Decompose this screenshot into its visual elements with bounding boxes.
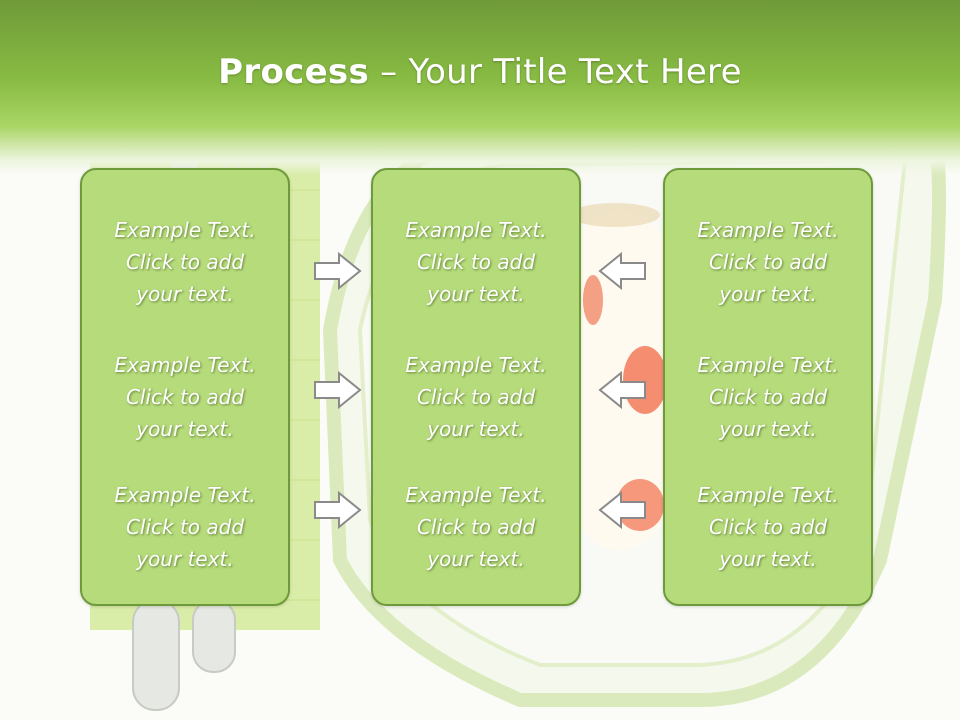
right-arrow-icon[interactable]: [313, 491, 363, 529]
text-line: your text.: [719, 282, 817, 306]
text-line: your text.: [427, 282, 525, 306]
text-line: your text.: [427, 417, 525, 441]
text-block[interactable]: Example Text. Click to add your text.: [665, 479, 871, 575]
process-panel-left[interactable]: Example Text. Click to add your text. Ex…: [80, 168, 290, 606]
text-line: Example Text.: [697, 218, 839, 242]
title-rest: – Your Title Text Here: [369, 52, 742, 92]
text-line: Click to add: [416, 515, 536, 539]
text-line: Click to add: [416, 250, 536, 274]
slide-title[interactable]: Process – Your Title Text Here: [0, 52, 960, 92]
text-line: Click to add: [416, 385, 536, 409]
text-line: Example Text.: [405, 218, 547, 242]
text-line: your text.: [136, 282, 234, 306]
right-arrow-icon[interactable]: [313, 252, 363, 290]
text-line: Example Text.: [697, 353, 839, 377]
text-line: Click to add: [708, 250, 828, 274]
text-line: Example Text.: [114, 483, 256, 507]
text-line: your text.: [136, 547, 234, 571]
title-bar: [0, 0, 960, 175]
process-panel-right[interactable]: Example Text. Click to add your text. Ex…: [663, 168, 873, 606]
text-block[interactable]: Example Text. Click to add your text.: [373, 479, 579, 575]
text-line: Click to add: [125, 515, 245, 539]
text-line: Example Text.: [697, 483, 839, 507]
text-block[interactable]: Example Text. Click to add your text.: [665, 349, 871, 445]
text-line: Example Text.: [405, 353, 547, 377]
text-line: Click to add: [125, 250, 245, 274]
text-line: your text.: [719, 547, 817, 571]
text-block[interactable]: Example Text. Click to add your text.: [82, 214, 288, 310]
text-block[interactable]: Example Text. Click to add your text.: [373, 214, 579, 310]
text-block[interactable]: Example Text. Click to add your text.: [373, 349, 579, 445]
left-arrow-icon[interactable]: [597, 491, 647, 529]
text-line: your text.: [427, 547, 525, 571]
right-arrow-icon[interactable]: [313, 371, 363, 409]
process-panel-center[interactable]: Example Text. Click to add your text. Ex…: [371, 168, 581, 606]
text-line: Click to add: [708, 385, 828, 409]
left-arrow-icon[interactable]: [597, 371, 647, 409]
text-line: Click to add: [708, 515, 828, 539]
text-line: Click to add: [125, 385, 245, 409]
text-line: Example Text.: [405, 483, 547, 507]
text-line: Example Text.: [114, 353, 256, 377]
text-line: your text.: [136, 417, 234, 441]
text-block[interactable]: Example Text. Click to add your text.: [665, 214, 871, 310]
text-line: your text.: [719, 417, 817, 441]
title-bold: Process: [218, 52, 370, 92]
text-block[interactable]: Example Text. Click to add your text.: [82, 349, 288, 445]
text-line: Example Text.: [114, 218, 256, 242]
text-block[interactable]: Example Text. Click to add your text.: [82, 479, 288, 575]
left-arrow-icon[interactable]: [597, 252, 647, 290]
